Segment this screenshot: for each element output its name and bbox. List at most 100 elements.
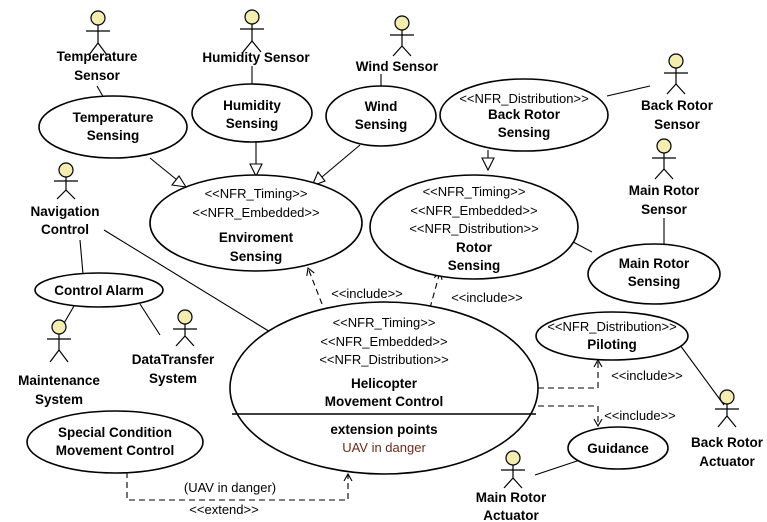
enviroment-stereotype-2: <<NFR_Embedded>> bbox=[192, 205, 319, 220]
rotor-stereotype-3: <<NFR_Distribution>> bbox=[409, 221, 538, 236]
back-rotor-sensing-stereotype: <<NFR_Distribution>> bbox=[459, 91, 588, 106]
actor-maintenance-system: Maintenance System bbox=[18, 319, 100, 407]
person-icon bbox=[47, 319, 71, 363]
person-icon bbox=[86, 10, 110, 56]
navigation-control-line1: Navigation bbox=[30, 204, 99, 219]
wind-sensing-line2: Sensing bbox=[355, 117, 408, 132]
person-icon bbox=[240, 9, 264, 53]
special-condition-line1: Special Condition bbox=[58, 425, 172, 440]
rotor-stereotype-1: <<NFR_Timing>> bbox=[423, 184, 526, 199]
include-rotor-dependency bbox=[429, 270, 443, 309]
navigation-control-line2: Control bbox=[41, 222, 89, 237]
include-piloting-dependency bbox=[538, 358, 603, 389]
wind-sensor-label: Wind Sensor bbox=[356, 59, 439, 74]
extend-dependency bbox=[126, 472, 353, 501]
maintenance-system-line2: System bbox=[35, 392, 83, 407]
usecase-humidity-sensing: Humidity Sensing bbox=[191, 83, 313, 143]
temperature-sensing-line1: Temperature bbox=[73, 110, 154, 125]
humidity-sensor-label: Humidity Sensor bbox=[202, 50, 310, 65]
main-rotor-actuator-line2: Actuator bbox=[483, 508, 539, 522]
usecase-rotor-sensing: <<NFR_Timing>> <<NFR_Embedded>> <<NFR_Di… bbox=[369, 174, 579, 280]
main-rotor-actuator-line1: Main Rotor bbox=[476, 490, 547, 505]
rotor-sensing-line2: Sensing bbox=[448, 258, 501, 273]
person-icon bbox=[715, 389, 739, 428]
helicopter-stereotype-2: <<NFR_Embedded>> bbox=[320, 334, 447, 349]
wind-sensing-line1: Wind bbox=[365, 99, 398, 114]
person-icon bbox=[390, 15, 414, 57]
usecase-enviroment-sensing: <<NFR_Timing>> <<NFR_Embedded>> Envirome… bbox=[149, 174, 363, 272]
humidity-sensing-line2: Sensing bbox=[226, 116, 279, 131]
extend-condition-label: (UAV in danger) bbox=[184, 480, 276, 495]
actor-temperature-sensor: Temperature Sensor bbox=[57, 10, 138, 83]
person-icon bbox=[501, 450, 525, 489]
main-rotor-sensing-line1: Main Rotor bbox=[619, 256, 690, 271]
main-rotor-sensing-line2: Sensing bbox=[628, 274, 681, 289]
temperature-sensor-line2: Sensor bbox=[74, 68, 121, 83]
usecase-guidance: Guidance bbox=[567, 426, 669, 470]
rotor-stereotype-2: <<NFR_Embedded>> bbox=[410, 203, 537, 218]
extend-label: <<extend>> bbox=[189, 502, 258, 517]
control-alarm-label: Control Alarm bbox=[54, 283, 144, 298]
extension-points-title: extension points bbox=[330, 422, 437, 437]
humidity-sensing-line1: Humidity bbox=[223, 98, 281, 113]
gen-arrowhead-humidity bbox=[249, 163, 263, 178]
helicopter-stereotype-3: <<NFR_Distribution>> bbox=[319, 352, 448, 367]
assoc-navigation-control bbox=[103, 229, 281, 339]
enviroment-sensing-line1: Enviroment bbox=[219, 230, 294, 245]
assoc-navigation-alarm bbox=[79, 239, 84, 275]
usecase-control-alarm: Control Alarm bbox=[34, 272, 164, 308]
usecase-special-condition: Special Condition Movement Control bbox=[26, 410, 204, 474]
person-icon bbox=[652, 138, 676, 180]
gen-arrowhead-backrotor bbox=[481, 157, 495, 172]
assoc-back-rotor-actuator bbox=[679, 344, 725, 406]
person-icon bbox=[54, 162, 78, 200]
usecase-piloting: <<NFR_Distribution>> Piloting bbox=[535, 311, 689, 361]
person-icon bbox=[664, 53, 688, 95]
datatransfer-system-line2: System bbox=[149, 371, 197, 386]
back-rotor-sensor-line1: Back Rotor bbox=[641, 98, 714, 113]
include-label-enviroment: <<include>> bbox=[331, 286, 403, 301]
actor-main-rotor-sensor: Main Rotor Sensor bbox=[629, 138, 700, 217]
helicopter-stereotype-1: <<NFR_Timing>> bbox=[333, 315, 436, 330]
guidance-label: Guidance bbox=[587, 441, 649, 456]
usecase-back-rotor-sensing: <<NFR_Distribution>> Back Rotor Sensing bbox=[439, 78, 609, 152]
enviroment-sensing-line2: Sensing bbox=[230, 249, 283, 264]
piloting-stereotype: <<NFR_Distribution>> bbox=[547, 319, 676, 334]
person-icon bbox=[173, 309, 197, 347]
temperature-sensor-line1: Temperature bbox=[57, 49, 138, 64]
gen-wind-to-env bbox=[315, 144, 361, 183]
include-label-rotor: <<include>> bbox=[451, 290, 523, 305]
include-env-dependency bbox=[306, 266, 323, 305]
back-rotor-actuator-line2: Actuator bbox=[699, 454, 755, 469]
rotor-sensing-line1: Rotor bbox=[456, 240, 493, 255]
back-rotor-sensing-line2: Sensing bbox=[498, 125, 551, 140]
assoc-back-rotor-sensor bbox=[606, 85, 651, 97]
special-condition-line2: Movement Control bbox=[56, 443, 175, 458]
helicopter-name-line2: Movement Control bbox=[325, 394, 444, 409]
actor-datatransfer-system: DataTransfer System bbox=[132, 309, 215, 386]
back-rotor-sensor-line2: Sensor bbox=[654, 117, 701, 132]
include-guidance-dependency bbox=[538, 405, 603, 428]
actor-wind-sensor: Wind Sensor bbox=[356, 15, 439, 74]
back-rotor-sensing-line1: Back Rotor bbox=[488, 107, 561, 122]
actor-humidity-sensor: Humidity Sensor bbox=[202, 9, 310, 65]
usecase-helicopter-movement-control: <<NFR_Timing>> <<NFR_Embedded>> <<NFR_Di… bbox=[229, 301, 539, 475]
gen-arrowhead-temp bbox=[170, 175, 188, 188]
usecase-main-rotor-sensing: Main Rotor Sensing bbox=[587, 243, 721, 305]
extension-point-uav-in-danger: UAV in danger bbox=[342, 440, 426, 455]
main-rotor-sensor-line1: Main Rotor bbox=[629, 183, 700, 198]
assoc-datatransfer-alarm bbox=[139, 303, 161, 336]
back-rotor-actuator-line1: Back Rotor bbox=[691, 435, 764, 450]
actor-back-rotor-actuator: Back Rotor Actuator bbox=[691, 389, 764, 469]
actor-main-rotor-actuator: Main Rotor Actuator bbox=[476, 450, 547, 522]
assoc-main-rotor-actuator bbox=[534, 459, 581, 476]
include-label-piloting: <<include>> bbox=[611, 368, 683, 383]
helicopter-name-line1: Helicopter bbox=[351, 376, 418, 391]
main-rotor-sensor-line2: Sensor bbox=[641, 202, 688, 217]
actor-navigation-control: Navigation Control bbox=[30, 162, 100, 237]
usecase-temperature-sensing: Temperature Sensing bbox=[38, 95, 188, 159]
include-label-guidance: <<include>> bbox=[604, 408, 676, 423]
maintenance-system-line1: Maintenance bbox=[18, 373, 100, 388]
datatransfer-system-line1: DataTransfer bbox=[132, 352, 215, 367]
